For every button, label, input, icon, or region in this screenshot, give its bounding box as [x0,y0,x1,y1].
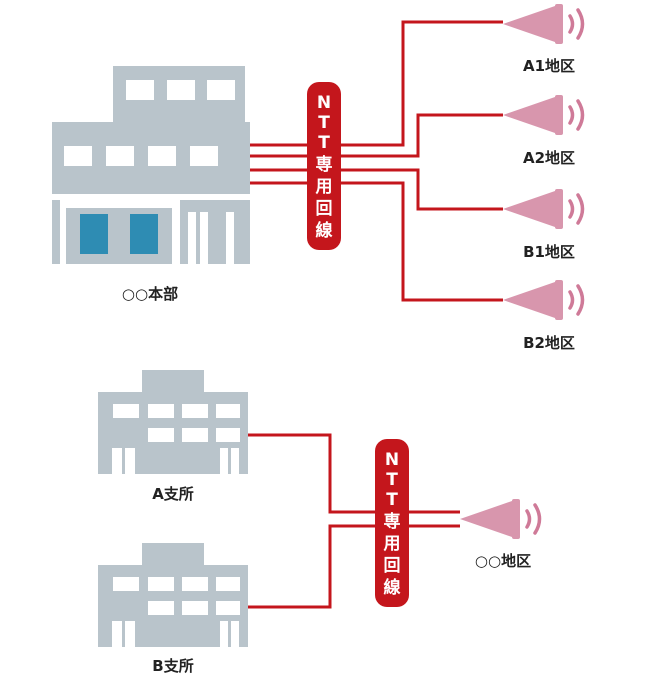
badge-char: 専 [316,155,333,175]
area-label-a1: A1地区 [523,57,575,75]
ntt-line-badge-bottom: N T T 専 用 回 線 [375,439,409,607]
headquarters-label: ○○本部 [122,285,178,303]
branch-a-label: A支所 [152,485,194,503]
badge-char: N [317,93,331,113]
loudspeaker-icon [501,187,585,231]
badge-char: 用 [316,177,333,197]
area-label-b2: B2地区 [523,334,575,352]
area-label-bottom: ○○地区 [475,552,531,570]
badge-char: T [318,113,330,133]
ntt-line-badge-top: N T T 専 用 回 線 [307,82,341,250]
badge-char: 線 [384,577,401,598]
badge-char: 用 [384,534,401,554]
ntt-line-top [250,20,503,302]
badge-char: 回 [384,556,401,576]
loudspeaker-icon [501,278,585,322]
branch-b-label: B支所 [152,657,193,675]
badge-char: 回 [316,199,333,219]
area-label-a2: A2地区 [523,149,575,167]
area-label-b1: B1地区 [523,243,575,261]
branch-a-building-icon [98,370,248,474]
badge-char: T [318,133,330,153]
badge-char: T [386,470,398,490]
headquarters-building-icon [52,66,250,264]
loudspeaker-icon [501,2,585,46]
badge-char: T [386,490,398,510]
badge-char: 専 [384,512,401,532]
ntt-line-bottom [248,433,460,609]
branch-b-building-icon [98,543,248,647]
badge-char: N [385,450,399,470]
badge-char: 線 [316,220,333,241]
loudspeaker-icon [501,93,585,137]
loudspeaker-icon [458,497,542,541]
